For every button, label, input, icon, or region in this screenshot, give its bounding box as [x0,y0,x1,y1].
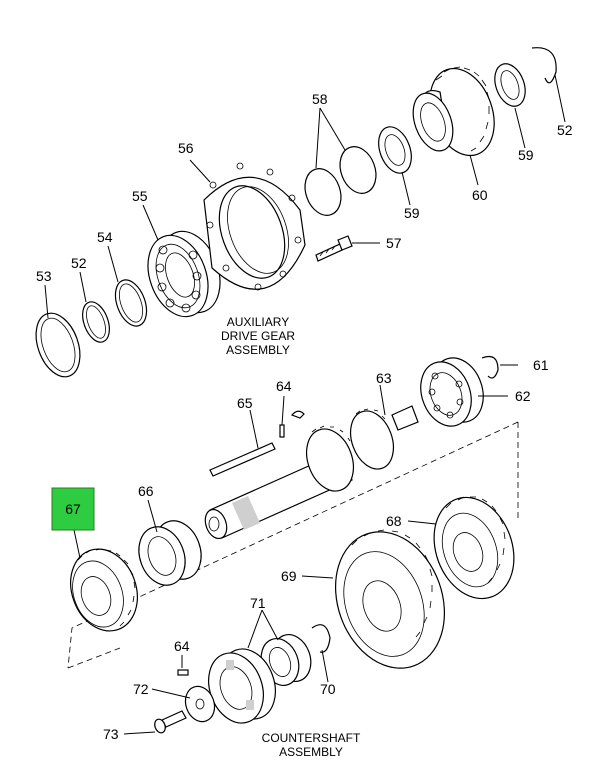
callout-67-highlight[interactable]: 67 [51,487,95,531]
callout-52-right[interactable]: 52 [557,122,573,138]
callout-53[interactable]: 53 [36,268,52,284]
callout-57[interactable]: 57 [386,235,402,251]
part-55-bearing[interactable] [137,223,230,325]
callout-59-left[interactable]: 59 [404,205,420,221]
part-61-snap-ring[interactable] [481,355,499,379]
callout-65[interactable]: 65 [237,395,253,411]
callout-68[interactable]: 68 [386,513,402,529]
part-65-key[interactable] [209,442,276,477]
part-59-thrust-washer[interactable] [373,122,418,177]
part-68-gear[interactable] [421,486,528,610]
part-56-flange[interactable] [203,162,306,291]
callout-71[interactable]: 71 [250,595,266,611]
part-59-thrust-washer-right[interactable] [489,60,530,111]
callout-70[interactable]: 70 [320,681,336,697]
part-69-gear[interactable] [317,516,463,683]
part-62-bearing[interactable] [412,351,492,433]
callout-62[interactable]: 62 [515,388,531,404]
part-60-gear[interactable] [406,59,506,164]
callout-61[interactable]: 61 [533,357,549,373]
part-63-gear-cluster[interactable] [298,405,419,498]
callout-64-lower[interactable]: 64 [174,638,190,654]
callout-56[interactable]: 56 [178,140,194,156]
callout-54[interactable]: 54 [97,229,113,245]
part-57-bolt[interactable] [315,235,353,262]
part-58-o-rings[interactable] [299,142,382,221]
part-67-gear[interactable] [60,540,149,641]
callout-59-right[interactable]: 59 [518,147,534,163]
part-52-snap-ring-left[interactable] [78,298,115,346]
countershaft-label-line1: COUNTERSHAFT [262,731,361,745]
part-53-snap-ring[interactable] [28,307,88,383]
callout-66[interactable]: 66 [138,483,154,499]
aux-label-line1: AUXILIARY [227,315,289,329]
callout-60[interactable]: 60 [472,187,488,203]
callout-67[interactable]: 67 [65,501,81,517]
part-71-bearing-sleeve[interactable] [199,629,317,730]
part-72-washer[interactable] [181,682,220,725]
countershaft-label-line2: ASSEMBLY [279,745,343,759]
part-64-pin-lower[interactable] [177,669,189,676]
aux-label-line3: ASSEMBLY [226,343,290,357]
part-52-snap-ring-right[interactable] [531,47,557,84]
part-66-spacer[interactable] [131,514,209,591]
leaders-top [44,74,566,319]
callout-72[interactable]: 72 [133,681,149,697]
part-73-bolt[interactable] [153,710,187,734]
callout-55[interactable]: 55 [132,188,148,204]
callout-73[interactable]: 73 [103,726,119,742]
callout-52-left[interactable]: 52 [71,255,87,271]
leaders-bottom [73,364,518,735]
assembly-outline [67,421,519,669]
callout-69[interactable]: 69 [281,568,297,584]
part-64-pin[interactable] [279,410,305,438]
part-70-snap-ring[interactable] [311,624,331,653]
aux-label-line2: DRIVE GEAR [221,329,295,343]
callout-63[interactable]: 63 [376,370,392,386]
callout-58[interactable]: 58 [312,91,328,107]
callout-64-upper[interactable]: 64 [276,378,292,394]
part-54-snap-ring[interactable] [110,276,153,331]
